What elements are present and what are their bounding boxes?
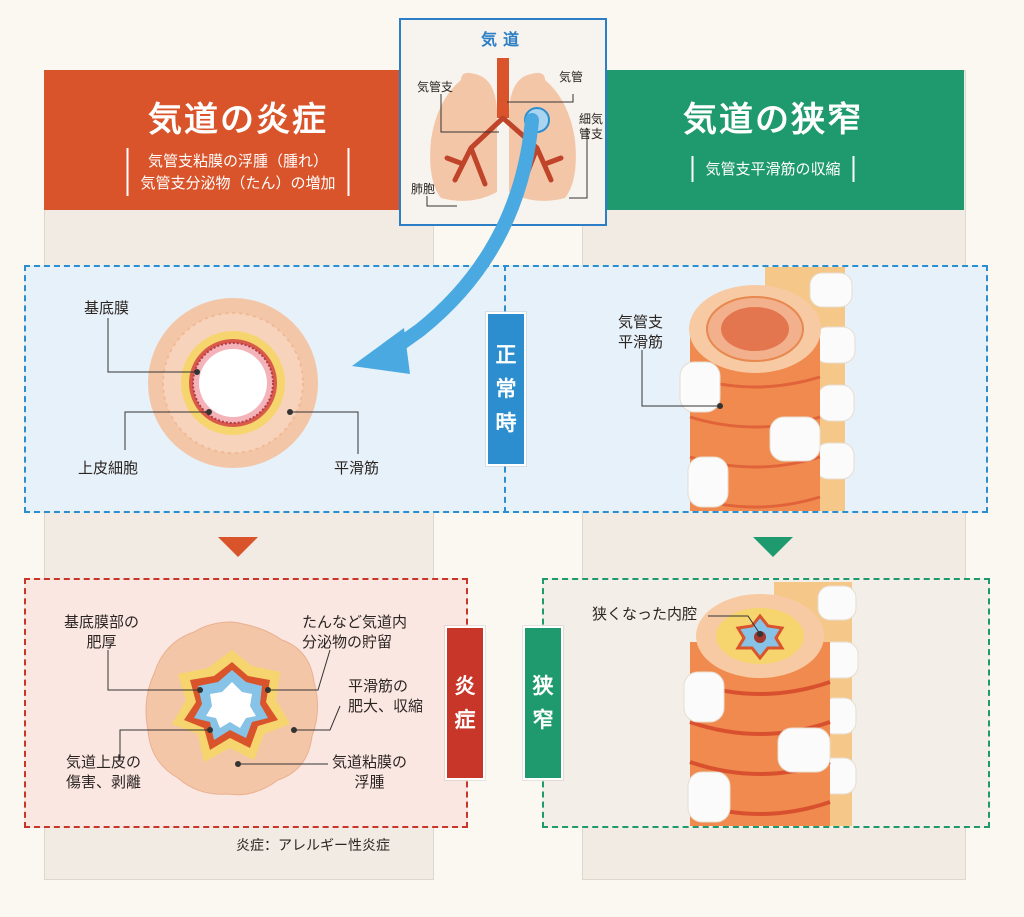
inset-leader-lines	[426, 94, 588, 207]
bronchial-smooth-muscle-line1: 気管支	[618, 313, 664, 331]
basement-thickening-label: 基底膜部の 肥厚	[64, 612, 139, 652]
bronchial-smooth-muscle-label: 気管支 平滑筋	[618, 312, 663, 352]
inflamed-airway-cross-section	[145, 621, 318, 796]
basement-thickening-line2: 肥厚	[86, 633, 117, 651]
narrowing-header: 気道の狭窄 気管支平滑筋の収縮	[582, 70, 964, 210]
epithelium-label: 上皮細胞	[78, 459, 139, 477]
narrowing-state-label: 狭 窄	[523, 626, 563, 780]
down-arrow-right	[753, 537, 793, 557]
muscle-hypertrophy-line1: 平滑筋の	[348, 677, 409, 695]
inset-alveoli-label: 肺胞	[411, 182, 436, 196]
footnote: 炎症：アレルギー性炎症	[236, 838, 390, 854]
normal-airway-cross-section	[148, 298, 318, 468]
secretion-line2: 分泌物の貯留	[302, 633, 393, 651]
narrowing-char-1: 狭	[532, 674, 554, 698]
inset-trachea-label: 気管	[559, 70, 584, 84]
inflammation-desc-line1: 気管支粘膜の浮腫（腫れ）	[147, 152, 329, 170]
airway-inset-title: 気道	[480, 30, 525, 49]
inflammation-state-label: 炎 症	[445, 626, 485, 780]
normal-state-label: 正 常 時	[486, 312, 526, 466]
narrowed-lumen-label: 狭くなった内腔	[592, 605, 698, 623]
inflammation-char-1: 炎	[454, 674, 476, 698]
smooth-muscle-label: 平滑筋	[334, 459, 380, 477]
narrowing-char-2: 窄	[532, 708, 554, 732]
normal-airway-tube	[679, 267, 856, 511]
epithelial-damage-label: 気道上皮の 傷害、剥離	[66, 752, 141, 792]
inflammation-desc-line2: 気管支分泌物（たん）の増加	[140, 174, 336, 192]
inset-bronchiole-line1: 細気	[579, 112, 604, 126]
inset-bronchiole-label: 細気 管支	[579, 112, 603, 142]
inflammation-title: 気道の炎症	[148, 100, 328, 140]
inset-bronchiole-line2: 管支	[579, 127, 604, 141]
mucosal-edema-label: 気道粘膜の 浮腫	[332, 752, 407, 792]
basement-membrane-label: 基底膜	[84, 299, 130, 317]
normal-char-1: 正	[495, 343, 517, 367]
secretion-line1: たんなど気道内	[302, 613, 408, 631]
epithelial-damage-line1: 気道上皮の	[66, 753, 142, 771]
inflammation-char-2: 症	[454, 708, 476, 732]
epithelial-damage-line2: 傷害、剥離	[66, 773, 142, 791]
secretion-label: たんなど気道内 分泌物の貯留	[302, 612, 407, 652]
muscle-hypertrophy-label: 平滑筋の 肥大、収縮	[348, 676, 423, 716]
inflammation-description: 気管支粘膜の浮腫（腫れ） 気管支分泌物（たん）の増加	[126, 148, 350, 196]
bronchial-smooth-muscle-line2: 平滑筋	[618, 333, 664, 351]
muscle-hypertrophy-line2: 肥大、収縮	[348, 697, 424, 715]
inset-bronchus-label: 気管支	[417, 80, 454, 94]
narrowing-title: 気道の狭窄	[683, 100, 863, 140]
basement-thickening-line1: 基底膜部の	[64, 613, 140, 631]
narrowing-description: 気管支平滑筋の収縮	[691, 156, 855, 182]
normal-char-3: 時	[495, 411, 517, 435]
mucosal-edema-line2: 浮腫	[354, 773, 385, 791]
mucosal-edema-line1: 気道粘膜の	[332, 753, 408, 771]
inflammation-header: 気道の炎症 気管支粘膜の浮腫（腫れ） 気管支分泌物（たん）の増加	[44, 70, 432, 210]
down-arrow-left	[218, 537, 258, 557]
narrowing-desc-line1: 気管支平滑筋の収縮	[705, 160, 841, 178]
normal-char-2: 常	[495, 377, 517, 401]
